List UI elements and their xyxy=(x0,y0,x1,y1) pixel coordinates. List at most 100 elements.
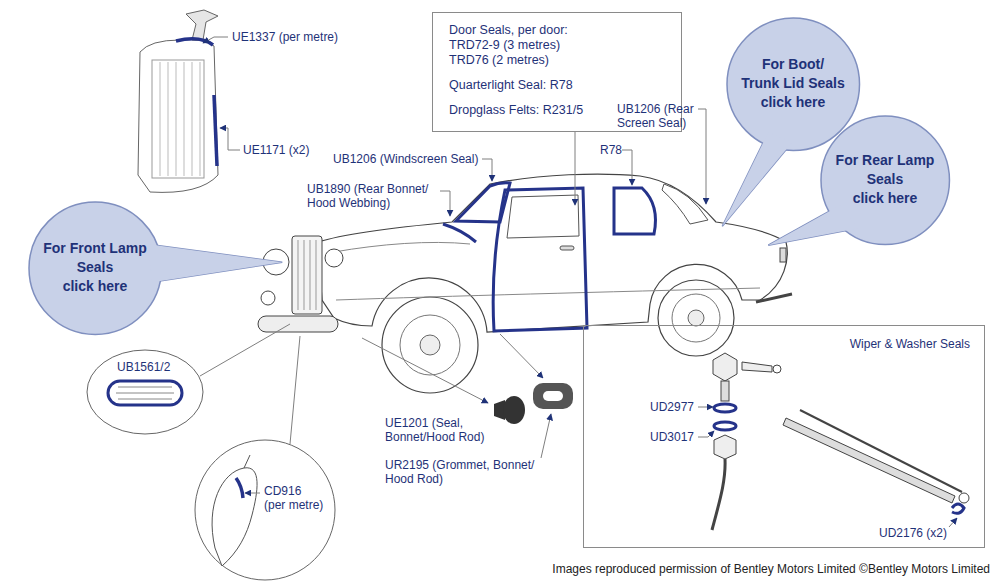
leader-line xyxy=(220,128,240,150)
seal-strip xyxy=(214,95,217,166)
headlamp xyxy=(325,249,343,267)
part-number: UD3017 xyxy=(650,430,694,444)
box-text-line: Dropglass Felts: R231/5 xyxy=(449,103,583,118)
link-bubble: For Boot/Trunk Lid Sealsclick here xyxy=(727,18,860,151)
link-text: click here xyxy=(43,277,146,296)
link-text: For Rear Lamp xyxy=(836,151,935,170)
mascot xyxy=(186,10,218,40)
bolt-head xyxy=(713,353,737,381)
bubble-tail-join xyxy=(722,132,792,226)
link-text: Seals xyxy=(43,258,146,277)
magnifier-circle xyxy=(87,350,203,434)
grille-slats xyxy=(160,62,200,176)
part-number: UE1171 (x2) xyxy=(243,143,309,157)
door-handle xyxy=(560,246,574,250)
link-bubble: For Rear LampSealsclick here xyxy=(821,116,949,244)
wiper-arm xyxy=(800,410,962,492)
grommet-hole xyxy=(543,391,563,401)
bubble-tail xyxy=(768,205,858,245)
wiper-blade xyxy=(783,418,955,503)
washer xyxy=(714,404,736,412)
lamp-body xyxy=(212,468,257,566)
wheel-rim xyxy=(400,315,460,375)
magnifier-circle xyxy=(195,440,335,580)
hubcap xyxy=(420,335,440,355)
box-text-line: Door Seals, per door: xyxy=(449,23,583,38)
part-number: UE1337 (per metre) xyxy=(232,30,338,44)
washer-jet xyxy=(742,362,772,372)
link-text: click here xyxy=(836,189,935,208)
bubble-shape xyxy=(29,202,282,334)
leader-line xyxy=(698,109,706,204)
bubble-text: For Rear LampSealsclick here xyxy=(836,151,935,208)
wheel-rim xyxy=(672,294,720,342)
wiper-illustration xyxy=(712,353,969,530)
wheel xyxy=(382,297,478,393)
front-bumper xyxy=(258,316,338,332)
leader-line xyxy=(575,132,576,205)
seal-hood-webbing xyxy=(443,224,476,242)
bubble-text: For Boot/Trunk Lid Sealsclick here xyxy=(741,55,844,112)
leader-line xyxy=(482,159,492,181)
slot-slats xyxy=(116,387,174,399)
leader-line xyxy=(949,518,957,527)
lamp-stem xyxy=(244,455,250,468)
chrome-strip xyxy=(336,288,760,300)
part-number: CD916 (per metre) xyxy=(264,484,325,512)
box-text: Wiper & Washer Seals xyxy=(850,337,970,352)
fog-lamp xyxy=(261,291,275,305)
part-number: UB1561/2 xyxy=(117,360,170,374)
part-number: UD2977 xyxy=(650,400,694,414)
detail-link xyxy=(290,336,300,444)
link-text: click here xyxy=(741,93,844,112)
leader-line xyxy=(698,407,713,408)
car-illustration xyxy=(258,174,792,393)
wiper-clip xyxy=(952,504,964,513)
detail-illustrations xyxy=(87,350,573,580)
part-number: UB1206 (Rear Screen Seal) xyxy=(617,102,703,130)
part-number: UB1890 (Rear Bonnet/ Hood Webbing) xyxy=(307,182,439,210)
link-bubble: For Front LampSealsclick here xyxy=(29,202,161,334)
hubcap xyxy=(688,310,704,326)
bubble-circle xyxy=(727,18,860,151)
link-text: Seals xyxy=(836,170,935,189)
grille-illustration xyxy=(138,10,218,192)
link-text: Trunk Lid Seals xyxy=(741,74,844,93)
leader-line xyxy=(203,37,228,43)
rod-seal xyxy=(503,396,525,424)
seal-strip xyxy=(236,478,243,498)
leader-line xyxy=(622,150,632,185)
box-text-line: TRD72-9 (3 metres) xyxy=(449,38,583,53)
rear-bumper xyxy=(756,294,792,302)
rear-screen xyxy=(662,184,708,224)
bubble-shape xyxy=(768,116,949,245)
leader-line xyxy=(440,191,450,216)
bubble-circle xyxy=(29,202,161,334)
bubble-text: For Front LampSealsclick here xyxy=(43,239,146,296)
part-number: UB1206 (Windscreen Seal) xyxy=(333,152,478,166)
box-text: Door Seals, per door:TRD72-9 (3 metres)T… xyxy=(449,23,583,118)
link-text: For Boot/ xyxy=(741,55,844,74)
bolt-shaft xyxy=(721,381,729,401)
bubble-tail-join xyxy=(148,244,282,282)
bubble-tail-join xyxy=(768,205,858,245)
slot-seal xyxy=(108,381,182,405)
seal-strip xyxy=(176,39,213,45)
link-text: For Front Lamp xyxy=(43,239,146,258)
wiper-pivot xyxy=(959,493,969,503)
radiator-slats xyxy=(298,240,316,310)
bubble-tail xyxy=(722,132,792,226)
radiator xyxy=(292,236,322,314)
leader-line xyxy=(541,414,551,458)
grille-core xyxy=(152,60,204,178)
grommet xyxy=(533,383,573,409)
bubble-tail xyxy=(148,244,282,282)
seal-quarterlight xyxy=(614,188,656,234)
wheel xyxy=(658,280,734,356)
seal-door xyxy=(493,188,587,331)
washer xyxy=(714,422,736,430)
leader-line xyxy=(362,338,488,403)
part-number: UE1201 (Seal, Bonnet/Hood Rod) xyxy=(385,416,491,444)
door-window xyxy=(507,195,579,238)
nut xyxy=(714,435,736,459)
